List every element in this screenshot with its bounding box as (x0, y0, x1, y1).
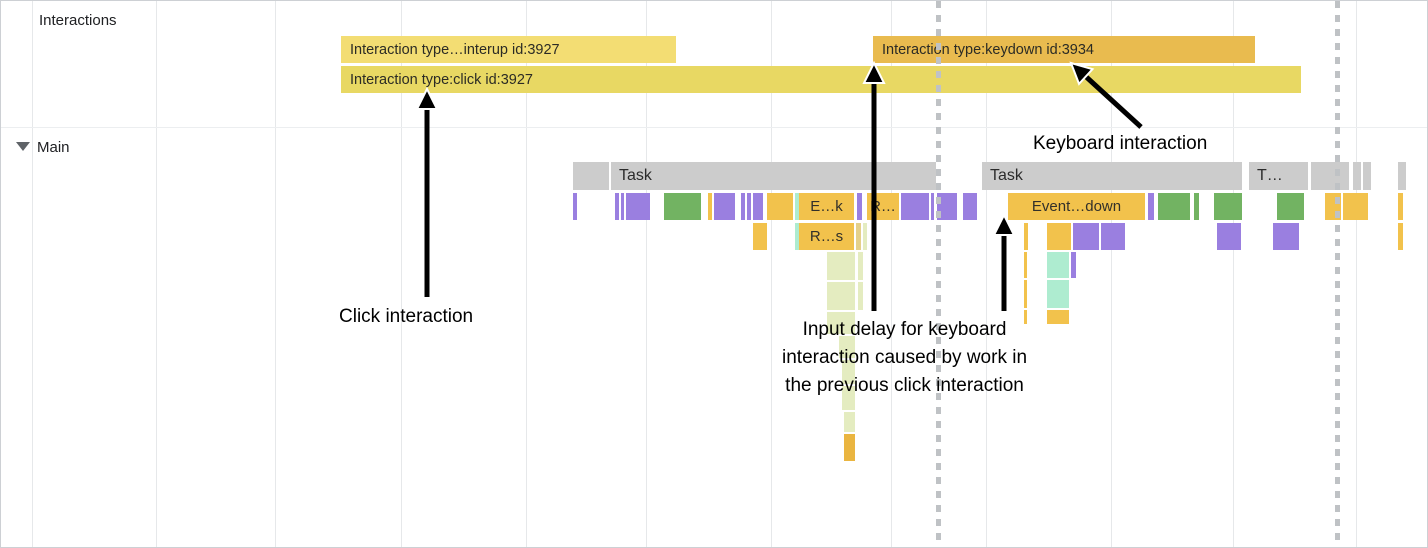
flame-block-deep (1024, 252, 1027, 278)
flame-block (1277, 193, 1304, 220)
annotation-click-interaction: Click interaction (339, 306, 474, 327)
flame-block (1343, 193, 1368, 220)
flame-block (1194, 193, 1199, 220)
flame-block (901, 193, 929, 220)
gridline-10 (1233, 1, 1234, 547)
flame-block-deep (844, 434, 855, 461)
flame-block-deep (1071, 252, 1076, 278)
flame-block (741, 193, 745, 220)
flame-block (714, 193, 735, 220)
gridline-11 (1356, 1, 1357, 547)
flame-block (1214, 193, 1242, 220)
flame-block (1101, 223, 1125, 250)
track-separator (1, 127, 1427, 128)
flame-block-deep (858, 252, 863, 280)
flame-block (937, 193, 957, 220)
flame-block (664, 193, 701, 220)
flame-block (857, 193, 862, 220)
flame-block (767, 193, 793, 220)
flame-block (863, 223, 867, 250)
flame-block (1398, 193, 1403, 220)
flame-block (615, 193, 619, 220)
flame-block-deep (827, 252, 855, 280)
flame-block-deep (839, 336, 855, 358)
task-bar (1363, 162, 1371, 190)
gridline-8 (986, 1, 987, 547)
annotation-arrow-click-interaction (415, 86, 439, 297)
flame-block-deep (827, 312, 855, 334)
flame-block (1148, 193, 1154, 220)
track-label-interactions: Interactions (39, 12, 117, 29)
flame-block (626, 193, 650, 220)
flame-block (573, 193, 577, 220)
flame-block (1073, 223, 1099, 250)
flame-block (963, 193, 977, 220)
flame-block (795, 223, 799, 250)
flame-block (747, 193, 751, 220)
task-bar (874, 162, 936, 190)
flame-block (795, 193, 799, 220)
flame-block (1047, 223, 1071, 250)
flame-block (753, 193, 763, 220)
task-bar: Task (611, 162, 872, 190)
gridline-3 (401, 1, 402, 547)
task-bar (1311, 162, 1349, 190)
flame-block-deep (1047, 252, 1069, 278)
flame-block (931, 193, 934, 220)
flame-block (753, 223, 767, 250)
flame-block-deep (1047, 310, 1069, 324)
flame-block-labeled[interactable]: R…s (799, 223, 854, 250)
annotation-arrow-keydown-event-pointer (992, 212, 1016, 311)
gridline-1 (156, 1, 157, 547)
flame-block-deep (827, 282, 855, 310)
task-bar (1398, 162, 1406, 190)
interaction-bar-keydown[interactable]: Interaction type:keydown id:3934 (873, 36, 1255, 63)
gridline-2 (275, 1, 276, 547)
flame-block-deep (842, 386, 855, 410)
gridline-6 (771, 1, 772, 547)
interaction-bar-pointerup[interactable]: Interaction type…interup id:3927 (341, 36, 676, 63)
triangle-down-icon[interactable] (16, 142, 30, 151)
flame-block-deep (1047, 280, 1069, 308)
flame-block (856, 223, 861, 250)
flame-block (1217, 223, 1241, 250)
task-bar: Task (982, 162, 1242, 190)
flame-block (1158, 193, 1190, 220)
gridline-9 (1111, 1, 1112, 547)
flame-block-deep (842, 360, 855, 384)
flame-block-labeled[interactable]: R… (867, 193, 899, 220)
flame-block (708, 193, 712, 220)
dotted-guide-1 (1335, 1, 1340, 547)
task-bar: T… (1249, 162, 1308, 190)
dotted-guide-0 (936, 1, 941, 547)
task-bar (573, 162, 609, 190)
gridline-4 (526, 1, 527, 547)
interaction-bar-click[interactable]: Interaction type:click id:3927 (341, 66, 1301, 93)
flame-block (1398, 223, 1403, 250)
flame-block (1273, 223, 1299, 250)
flame-block-deep (858, 282, 863, 310)
flame-block-deep (844, 412, 855, 432)
gridline-7 (891, 1, 892, 547)
flame-block-labeled[interactable]: E…k (799, 193, 854, 220)
flame-block (621, 193, 624, 220)
gridline-5 (646, 1, 647, 547)
flame-block-deep (1024, 280, 1027, 308)
gridline-0 (32, 1, 33, 547)
flame-block-labeled[interactable]: Event…down (1008, 193, 1145, 220)
flame-block (1024, 223, 1028, 250)
flame-block-deep (1024, 310, 1027, 324)
track-label-main[interactable]: Main (37, 139, 70, 156)
annotation-input-delay-note: Input delay for keyboard interaction cau… (782, 319, 1028, 396)
annotation-keyboard-interaction: Keyboard interaction (1033, 133, 1208, 154)
task-bar (1353, 162, 1361, 190)
